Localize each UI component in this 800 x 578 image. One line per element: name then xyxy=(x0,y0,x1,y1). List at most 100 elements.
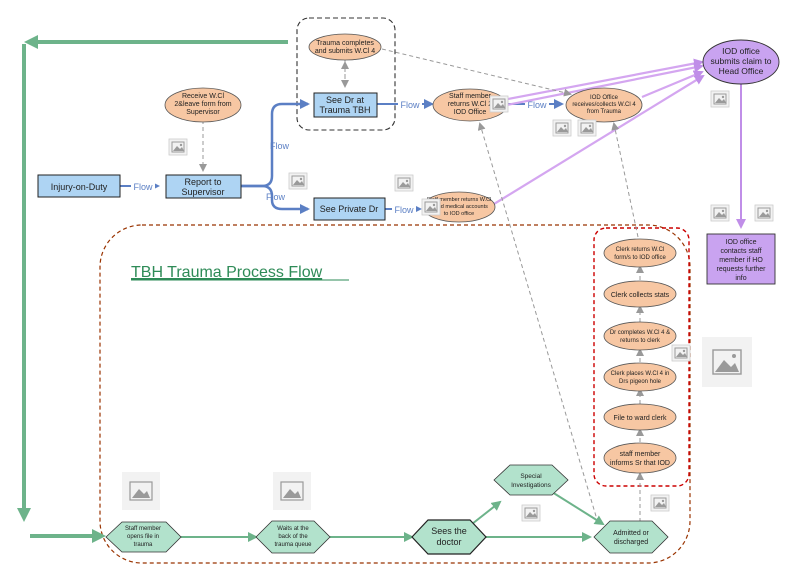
image-placeholders xyxy=(122,90,774,522)
svg-text:trauma queue: trauma queue xyxy=(274,542,312,548)
trauma-dr-container xyxy=(296,17,396,131)
svg-text:Sees the: Sees the xyxy=(431,526,467,536)
admitted-discharged-node[interactable]: Admitted or discharged xyxy=(593,520,669,554)
dr-completes-node[interactable]: Dr completes W.Cl 4 & returns to clerk xyxy=(603,321,677,351)
svg-text:Admitted or: Admitted or xyxy=(613,530,649,537)
waits-queue-node[interactable]: Waits at the back of the trauma queue xyxy=(255,520,331,554)
see-dr-tbh-box[interactable]: See Dr at Trauma TBH xyxy=(313,92,378,118)
image-placeholder-icon xyxy=(710,204,730,222)
svg-text:Trauma TBH: Trauma TBH xyxy=(319,105,370,115)
image-placeholder-icon xyxy=(489,95,509,113)
svg-text:Staff member: Staff member xyxy=(125,526,161,532)
svg-text:returns to clerk: returns to clerk xyxy=(620,338,661,344)
svg-text:Receive W.Cl: Receive W.Cl xyxy=(182,93,224,100)
image-placeholder-icon xyxy=(288,172,308,190)
image-placeholder-icon xyxy=(421,198,441,216)
main-loop-arrow xyxy=(17,35,288,543)
iod-contacts-box[interactable]: IOD office contacts staff member if HO r… xyxy=(706,233,776,285)
svg-text:Clerk collects stats: Clerk collects stats xyxy=(611,292,670,299)
svg-text:IOD Office: IOD Office xyxy=(590,95,619,101)
flow-label: Flow xyxy=(270,141,290,151)
injury-box[interactable]: Injury-on-Duty xyxy=(37,174,121,198)
svg-text:requests further: requests further xyxy=(716,266,766,273)
flow-label: Flow xyxy=(133,182,153,192)
flow-label: Flow xyxy=(394,205,414,215)
svg-text:Clerk returns W.Cl: Clerk returns W.Cl xyxy=(616,247,665,253)
clerk-collects-node[interactable]: Clerk collects stats xyxy=(603,280,677,308)
svg-text:form/s to IOD office: form/s to IOD office xyxy=(614,255,666,261)
purple-flows xyxy=(491,58,746,229)
flow-label: Flow xyxy=(527,100,547,110)
svg-text:See Private Dr: See Private Dr xyxy=(320,204,379,214)
image-placeholder-icon xyxy=(394,174,414,192)
clerk-returns-node[interactable]: Clerk returns W.Cl form/s to IOD office xyxy=(603,238,677,268)
svg-text:Special: Special xyxy=(520,473,542,480)
svg-text:returns W.Cl 2: returns W.Cl 2 xyxy=(448,101,492,108)
iod-receives-node[interactable]: IOD Office receives/collects W.Cl 4 from… xyxy=(565,87,643,123)
sees-doctor-node[interactable]: Sees the doctor xyxy=(411,519,487,555)
svg-text:Supervisor: Supervisor xyxy=(181,187,224,197)
svg-text:Staff member: Staff member xyxy=(449,93,492,100)
svg-text:informs Sr that IOD: informs Sr that IOD xyxy=(610,460,670,467)
svg-text:opens file in: opens file in xyxy=(127,534,159,540)
svg-text:trauma: trauma xyxy=(134,542,153,548)
image-placeholder-icon xyxy=(168,138,188,156)
see-private-dr-box[interactable]: See Private Dr xyxy=(313,197,386,221)
image-placeholder-icon xyxy=(754,204,774,222)
svg-text:Trauma completes: Trauma completes xyxy=(316,40,374,47)
image-placeholder-icon xyxy=(521,504,541,522)
svg-text:back of the: back of the xyxy=(278,534,308,540)
svg-text:See Dr at: See Dr at xyxy=(326,95,365,105)
flow-label: Flow xyxy=(266,192,286,202)
image-placeholder-icon xyxy=(577,119,597,137)
svg-text:File to ward clerk: File to ward clerk xyxy=(614,415,667,422)
image-placeholder-icon xyxy=(552,119,572,137)
report-supervisor-box[interactable]: Report to Supervisor xyxy=(165,174,242,199)
svg-text:Investigations: Investigations xyxy=(511,482,551,489)
clerk-places-node[interactable]: Clerk places W.Cl 4 in Drs pigeon hole xyxy=(603,362,677,392)
trauma-process-container xyxy=(99,224,691,564)
image-placeholder-icon xyxy=(710,90,730,108)
trauma-completes-node[interactable]: Trauma completes and submits W.Cl 4 xyxy=(308,33,382,61)
svg-text:Report to: Report to xyxy=(184,177,221,187)
svg-text:Staff member returns W.Cl: Staff member returns W.Cl xyxy=(427,197,492,203)
image-placeholder-icon xyxy=(650,494,670,512)
svg-text:IOD office: IOD office xyxy=(726,239,757,246)
image-placeholder-large-icon xyxy=(702,337,752,387)
flow-label: Flow xyxy=(400,100,420,110)
green-flows xyxy=(181,491,605,542)
svg-text:IOD office: IOD office xyxy=(722,46,760,56)
dashed-connectors xyxy=(199,48,644,524)
svg-text:info: info xyxy=(735,275,746,282)
diagram-title: TBH Trauma Process Flow xyxy=(131,264,323,281)
svg-text:doctor: doctor xyxy=(436,537,461,547)
svg-text:2&leave form from: 2&leave form from xyxy=(174,101,231,108)
svg-text:IOD Office: IOD Office xyxy=(454,109,487,116)
svg-text:Drs pigeon hole: Drs pigeon hole xyxy=(619,379,662,385)
staff-returns-node[interactable]: Staff member returns W.Cl 2 IOD Office xyxy=(432,88,508,122)
svg-text:from Trauma: from Trauma xyxy=(587,109,622,115)
svg-text:staff member: staff member xyxy=(620,451,661,458)
svg-text:discharged: discharged xyxy=(614,539,648,546)
image-placeholder-large-icon xyxy=(273,472,311,510)
svg-text:contacts staff: contacts staff xyxy=(720,248,761,255)
file-ward-clerk-node[interactable]: File to ward clerk xyxy=(603,403,677,431)
svg-text:2 and medical accounts: 2 and medical accounts xyxy=(430,204,488,210)
svg-text:Waits at the: Waits at the xyxy=(277,526,309,532)
flow-labels: Flow Flow Flow Flow Flow Flow xyxy=(131,98,549,215)
special-investigations-node[interactable]: Special Investigations xyxy=(493,464,569,496)
svg-text:Head Office: Head Office xyxy=(719,66,764,76)
opens-file-node[interactable]: Staff member opens file in trauma xyxy=(105,521,182,553)
receive-form-node[interactable]: Receive W.Cl 2&leave form from Superviso… xyxy=(164,87,242,123)
svg-text:submits claim to: submits claim to xyxy=(711,56,772,66)
svg-text:member if HO: member if HO xyxy=(719,257,763,264)
staff-informs-node[interactable]: staff member informs Sr that IOD xyxy=(603,442,677,474)
svg-text:receives/collects W.Cl 4: receives/collects W.Cl 4 xyxy=(572,102,636,108)
svg-text:Clerk places W.Cl 4 in: Clerk places W.Cl 4 in xyxy=(611,371,670,377)
private-returns-node[interactable]: Staff member returns W.Cl 2 and medical … xyxy=(422,191,496,223)
iod-submits-node[interactable]: IOD office submits claim to Head Office xyxy=(702,39,780,85)
image-placeholder-icon xyxy=(671,344,691,362)
svg-text:Supervisor: Supervisor xyxy=(186,109,220,116)
